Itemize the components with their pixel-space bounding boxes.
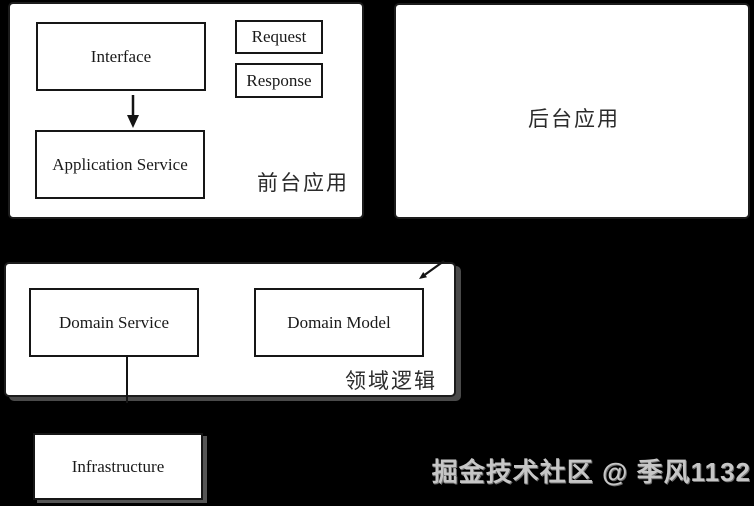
backend-panel: 后台应用 — [394, 3, 750, 219]
arrow-diagonal-icon — [419, 260, 445, 279]
domain-model-box-label: Domain Model — [287, 312, 391, 332]
response-box-label: Response — [246, 70, 312, 90]
backend-panel-label: 后台应用 — [528, 108, 620, 131]
request-box: Request — [235, 20, 323, 54]
request-box-label: Request — [251, 27, 307, 46]
infrastructure-box: Infrastructure — [33, 433, 203, 500]
watermark: 掘金技术社区 @ 季风1132 — [431, 457, 751, 487]
infrastructure-box-label: Infrastructure — [71, 456, 165, 476]
arrow-down-icon — [127, 95, 139, 128]
domain-panel: Domain Service Domain Model 领域逻辑 — [4, 260, 456, 397]
domain-service-box-label: Domain Service — [59, 312, 169, 332]
domain-model-box: Domain Model — [254, 288, 424, 357]
frontend-panel: Interface Application Service Request Re… — [8, 2, 364, 219]
interface-box-label: Interface — [90, 46, 152, 66]
frontend-panel-label: 前台应用 — [257, 172, 349, 195]
application-service-box-label: Application Service — [52, 154, 188, 174]
domain-panel-label: 领域逻辑 — [345, 370, 437, 393]
application-service-box: Application Service — [35, 130, 205, 199]
domain-service-box: Domain Service — [29, 288, 199, 357]
interface-box: Interface — [36, 22, 206, 91]
domain-to-infrastructure-line — [126, 355, 128, 403]
response-box: Response — [235, 63, 323, 98]
